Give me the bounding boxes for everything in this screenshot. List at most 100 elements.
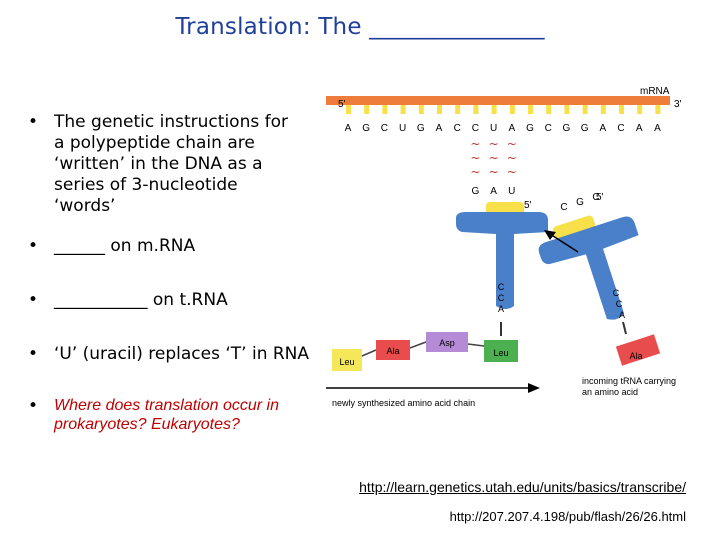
nucleotide-ticks [346, 105, 661, 114]
chain-arrowhead [528, 383, 540, 393]
bond-mark: ~ [507, 137, 517, 151]
codon-base: C [617, 123, 624, 134]
codon-base: C [545, 123, 552, 134]
amino-acid-asp-label: Asp [439, 338, 455, 348]
nucleotide-tick [509, 105, 515, 114]
bullet-text: Where does translation occur in prokaryo… [54, 397, 279, 433]
nucleotide-tick [418, 105, 424, 114]
codon-base: A [599, 123, 606, 134]
nucleotide-tick [637, 105, 643, 114]
codon-base: A [436, 123, 443, 134]
incoming-arrowhead [544, 230, 556, 240]
mrna-strand [326, 96, 670, 105]
mrna-five-prime: 5' [338, 99, 346, 110]
codon-base: G [581, 123, 589, 134]
incoming-label-line-2: an amino acid [582, 387, 638, 397]
nucleotide-tick [655, 105, 661, 114]
nucleotide-tick [382, 105, 388, 114]
nucleotide-tick [346, 105, 351, 114]
chain-label: newly synthesized amino acid chain [332, 398, 475, 408]
bullet-marker: • [28, 344, 39, 364]
mrna-three-prime: 3' [674, 99, 682, 110]
codon-base: A [654, 123, 661, 134]
incoming-anticodon-base: C [592, 192, 599, 203]
nucleotide-tick [564, 105, 570, 114]
codon-base: C [381, 123, 388, 134]
codon-base: G [563, 123, 571, 134]
acceptor-base: C [498, 293, 505, 303]
acceptor-base: A [498, 304, 504, 314]
incoming-label-line-1: incoming tRNA carrying [582, 376, 676, 386]
trna-five-prime: 5' [524, 200, 532, 211]
codon-base: A [345, 123, 352, 134]
bond-mark: ~ [470, 165, 480, 179]
codon-base: G [526, 123, 534, 134]
nucleotide-tick [455, 105, 461, 114]
incoming-trna [538, 215, 639, 320]
bond-mark: ~ [470, 137, 480, 151]
nucleotide-tick [619, 105, 624, 114]
codon-base: A [636, 123, 643, 134]
amino-acid-leu-2 [484, 340, 518, 362]
amino-acid-leu-2-label: Leu [493, 348, 508, 358]
source-link-utah[interactable]: http://learn.genetics.utah.edu/units/bas… [359, 479, 686, 495]
nucleotide-tick [546, 105, 552, 114]
incoming-arrow [549, 233, 579, 253]
incoming-acceptor-base: C [613, 288, 620, 298]
incoming-anticodon-base: G [576, 197, 584, 208]
incoming-amino-acid-label: Ala [629, 351, 642, 361]
bond-mark: ~ [489, 165, 499, 179]
bullet-marker: • [28, 290, 39, 310]
amino-acid-ala [376, 340, 410, 360]
incoming-amino-acid [615, 334, 661, 366]
anticodon-base: U [508, 186, 515, 197]
slide-title: Translation: The _______________ [175, 14, 545, 40]
bond-mark: ~ [470, 151, 480, 165]
amino-acid-asp [426, 332, 468, 352]
codon-base: G [362, 123, 370, 134]
nucleotide-tick [600, 105, 606, 114]
amino-acid-leu-label: Leu [339, 357, 354, 367]
amino-acid-ala-label: Ala [386, 346, 399, 356]
incoming-anticodon-base: C [560, 202, 567, 213]
base-pair-bonds: ~~~~~~~~~ [470, 137, 516, 179]
codon-base: A [508, 123, 515, 134]
anticodon-base: A [490, 186, 497, 197]
incoming-acceptor: CCA [613, 288, 625, 320]
codon-base: U [399, 123, 406, 134]
codon-base: C [454, 123, 461, 134]
mrna-label: mRNA [640, 86, 670, 97]
source-link-flash[interactable]: http://207.207.4.198/pub/flash/26/26.htm… [449, 509, 686, 524]
incoming-bond [622, 321, 627, 335]
bullet-marker: • [28, 236, 39, 256]
bullet-text: ‘U’ (uracil) replaces ‘T’ in RNA [54, 344, 310, 364]
nucleotide-tick [582, 105, 588, 114]
incoming-acceptor-base: A [619, 310, 625, 320]
nucleotide-tick [400, 105, 406, 114]
bond-mark: ~ [507, 151, 517, 165]
amino-acid-leu [332, 349, 362, 371]
codon-base: G [417, 123, 425, 134]
bullet-text: ______ on m.RNA [54, 236, 196, 256]
nucleotide-tick [437, 105, 442, 114]
codon-base: C [472, 123, 479, 134]
incoming-acceptor-base: C [616, 299, 623, 309]
nucleotide-tick [364, 105, 370, 114]
bullet-marker: • [28, 396, 39, 416]
bullet-marker: • [28, 112, 39, 132]
bound-trna [456, 202, 548, 309]
bond-mark: ~ [507, 165, 517, 179]
bullet-text: The genetic instructions for a polypepti… [54, 112, 288, 216]
bound-trna-acceptor: CCA [498, 282, 505, 314]
bullet-text: ___________ on t.RNA [54, 290, 228, 310]
codon-base: U [490, 123, 497, 134]
anticodon-base: G [472, 186, 480, 197]
incoming-five-prime: 5' [596, 192, 604, 203]
nucleotide-tick [473, 105, 479, 114]
bond-mark: ~ [489, 151, 499, 165]
acceptor-base: C [498, 282, 505, 292]
